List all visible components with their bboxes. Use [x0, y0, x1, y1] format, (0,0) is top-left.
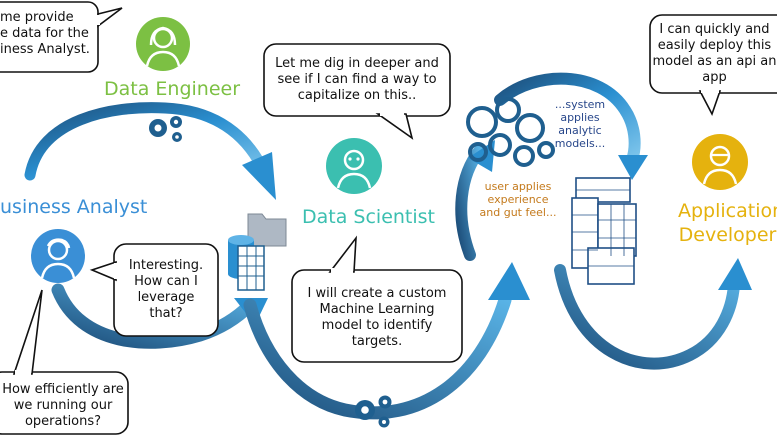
arrow-model-to-developer [554, 258, 752, 370]
bubble-data-scientist [263, 43, 451, 140]
bubble-custom-model [291, 235, 463, 363]
arrow-scientist-to-model [243, 262, 530, 420]
person-icon-data-scientist [326, 138, 382, 194]
bubble-efficiency [0, 289, 129, 435]
bubble-text-efficiency: How efficiently are we running our opera… [2, 382, 124, 429]
bubble-text-top-left: me provide e data for the iness Analyst. [0, 10, 90, 57]
server-icon [237, 245, 265, 291]
bubble-developer [649, 14, 777, 117]
bubble-text-custom-model: I will create a custom Machine Learning … [307, 286, 447, 349]
role-label-data-scientist: Data Scientist [302, 206, 435, 228]
arrow-loop-top [494, 72, 648, 180]
gear-icon-bottom [355, 395, 392, 428]
note-user: user applies experience and gut feel... [479, 180, 557, 219]
person-icon-data-engineer [136, 17, 190, 71]
role-label-business-analyst: usiness Analyst [0, 196, 148, 218]
role-label-data-engineer: Data Engineer [104, 78, 241, 100]
person-icon-business-analyst [31, 229, 85, 283]
data-blocks [571, 177, 637, 285]
bubble-interesting [89, 243, 219, 337]
person-icon-app-developer [692, 134, 748, 190]
gear-icon-cluster [466, 97, 555, 167]
bubble-text-interesting: Interesting. How can I leverage that? [128, 258, 204, 321]
bubble-text-data-scientist: Let me dig in deeper and see if I can fi… [275, 56, 439, 103]
bubble-text-developer: I can quickly and easily deploy this mod… [652, 22, 777, 85]
arrow-engineer-to-scientist [24, 102, 276, 200]
bubble-top-left [0, 1, 123, 73]
role-label-app-developer-line1: Application [678, 200, 777, 222]
role-label-app-developer-line2: Developer [678, 224, 777, 246]
note-system: ...system applies analytic models... [554, 98, 606, 150]
gear-icon-top [149, 116, 182, 142]
